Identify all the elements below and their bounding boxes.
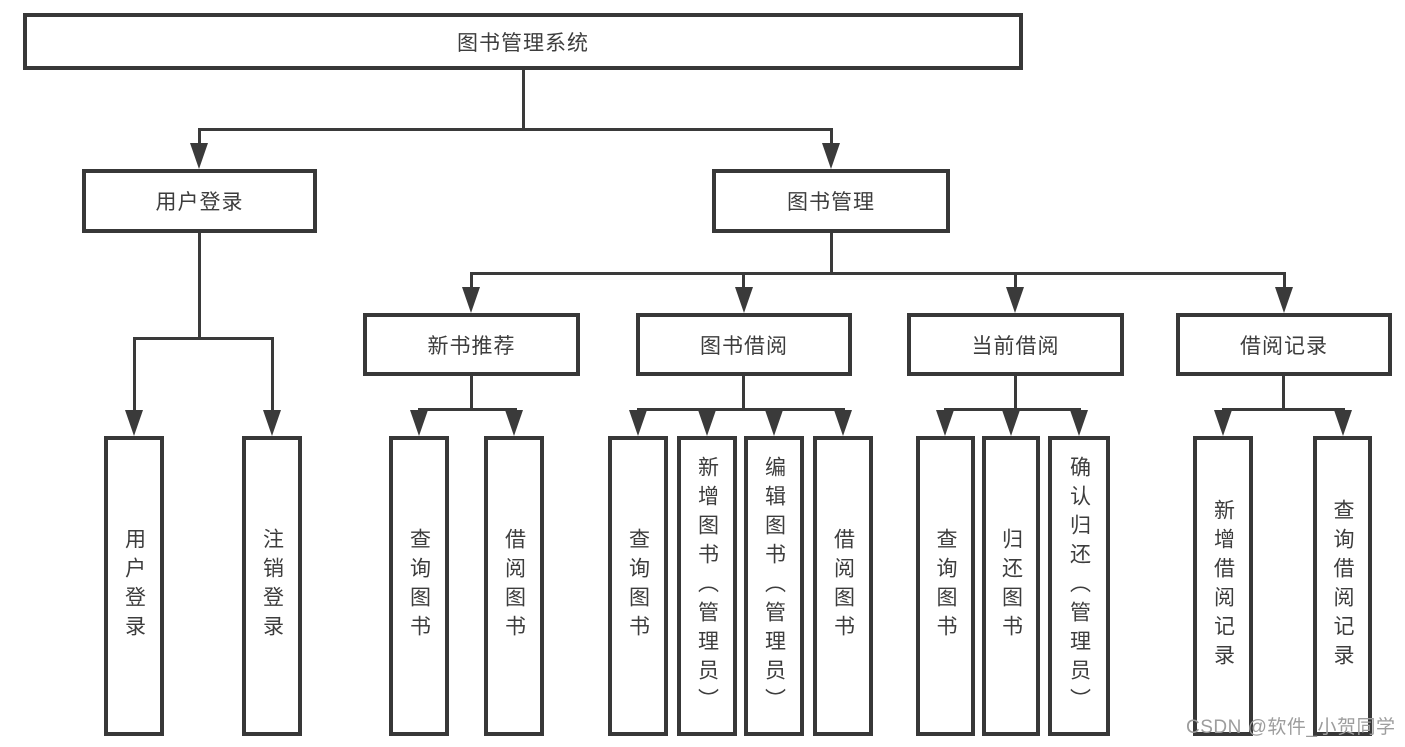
- arrowhead-down-icon: [834, 410, 852, 436]
- leaf-label: 查询图书: [407, 528, 431, 644]
- leaf-edit-books-admin: 编辑图书（管理员）: [744, 436, 804, 736]
- connector-h: [418, 408, 517, 411]
- connector-v: [271, 337, 274, 413]
- leaf-label: 归还图书: [999, 528, 1023, 644]
- connector-v: [742, 376, 745, 408]
- arrowhead-down-icon: [936, 410, 954, 436]
- connector-v: [1014, 376, 1017, 408]
- arrowhead-down-icon: [263, 410, 281, 436]
- node-new-book-recommendation: 新书推荐: [363, 313, 580, 376]
- connector-h: [944, 408, 1081, 411]
- connector-v: [470, 272, 473, 290]
- arrowhead-down-icon: [822, 143, 840, 169]
- arrowhead-down-icon: [462, 287, 480, 313]
- arrowhead-down-icon: [765, 410, 783, 436]
- arrowhead-down-icon: [1002, 410, 1020, 436]
- connector-h: [470, 272, 1286, 275]
- leaf-label: 用户登录: [122, 528, 146, 644]
- leaf-confirm-return-admin: 确认归还（管理员）: [1048, 436, 1110, 736]
- connector-h: [637, 408, 845, 411]
- leaf-label: 查询图书: [934, 528, 957, 644]
- connector-h: [1222, 408, 1345, 411]
- arrowhead-down-icon: [410, 410, 428, 436]
- connector-v: [470, 376, 473, 408]
- node-library-management-system: 图书管理系统: [23, 13, 1023, 70]
- connector-v: [742, 272, 745, 290]
- leaf-query-books: 查询图书: [389, 436, 449, 736]
- leaf-label: 查询图书: [626, 528, 650, 644]
- connector-h: [133, 337, 274, 340]
- leaf-query-books: 查询图书: [608, 436, 668, 736]
- arrowhead-down-icon: [1275, 287, 1293, 313]
- arrowhead-down-icon: [1006, 287, 1024, 313]
- leaf-return-books: 归还图书: [982, 436, 1040, 736]
- arrowhead-down-icon: [1214, 410, 1232, 436]
- arrowhead-down-icon: [698, 410, 716, 436]
- leaf-add-borrow-record: 新增借阅记录: [1193, 436, 1253, 736]
- connector-v: [830, 233, 833, 272]
- leaf-query-borrow-record: 查询借阅记录: [1313, 436, 1372, 736]
- arrowhead-down-icon: [190, 143, 208, 169]
- node-book-management: 图书管理: [712, 169, 950, 233]
- arrowhead-down-icon: [1070, 410, 1088, 436]
- leaf-label: 确认归还（管理员）: [1067, 455, 1091, 717]
- leaf-label: 编辑图书（管理员）: [762, 455, 786, 717]
- connector-v: [198, 233, 201, 337]
- leaf-borrow-books: 借阅图书: [813, 436, 873, 736]
- node-book-borrowing: 图书借阅: [636, 313, 852, 376]
- leaf-logout: 注销登录: [242, 436, 302, 736]
- leaf-add-books-admin: 新增图书（管理员）: [677, 436, 737, 736]
- leaf-label: 新增图书（管理员）: [695, 455, 719, 717]
- connector-h: [198, 128, 833, 131]
- arrowhead-down-icon: [735, 287, 753, 313]
- leaf-label: 新增借阅记录: [1211, 499, 1235, 673]
- connector-v: [133, 337, 136, 413]
- leaf-label: 借阅图书: [831, 528, 855, 644]
- arrowhead-down-icon: [629, 410, 647, 436]
- leaf-borrow-books: 借阅图书: [484, 436, 544, 736]
- connector-v: [1014, 272, 1017, 290]
- csdn-watermark: CSDN @软件_小贺同学: [1186, 717, 1396, 738]
- connector-v: [1283, 272, 1286, 290]
- leaf-user-login: 用户登录: [104, 436, 164, 736]
- leaf-label: 借阅图书: [502, 528, 526, 644]
- leaf-label: 注销登录: [260, 528, 284, 644]
- node-current-borrowing: 当前借阅: [907, 313, 1124, 376]
- connector-v: [830, 128, 833, 150]
- arrowhead-down-icon: [1334, 410, 1352, 436]
- connector-v: [198, 128, 201, 150]
- node-borrowing-records: 借阅记录: [1176, 313, 1392, 376]
- leaf-label: 查询借阅记录: [1331, 499, 1354, 673]
- connector-v: [522, 70, 525, 128]
- arrowhead-down-icon: [505, 410, 523, 436]
- connector-v: [1282, 376, 1285, 408]
- leaf-query-books: 查询图书: [916, 436, 975, 736]
- arrowhead-down-icon: [125, 410, 143, 436]
- node-user-login: 用户登录: [82, 169, 317, 233]
